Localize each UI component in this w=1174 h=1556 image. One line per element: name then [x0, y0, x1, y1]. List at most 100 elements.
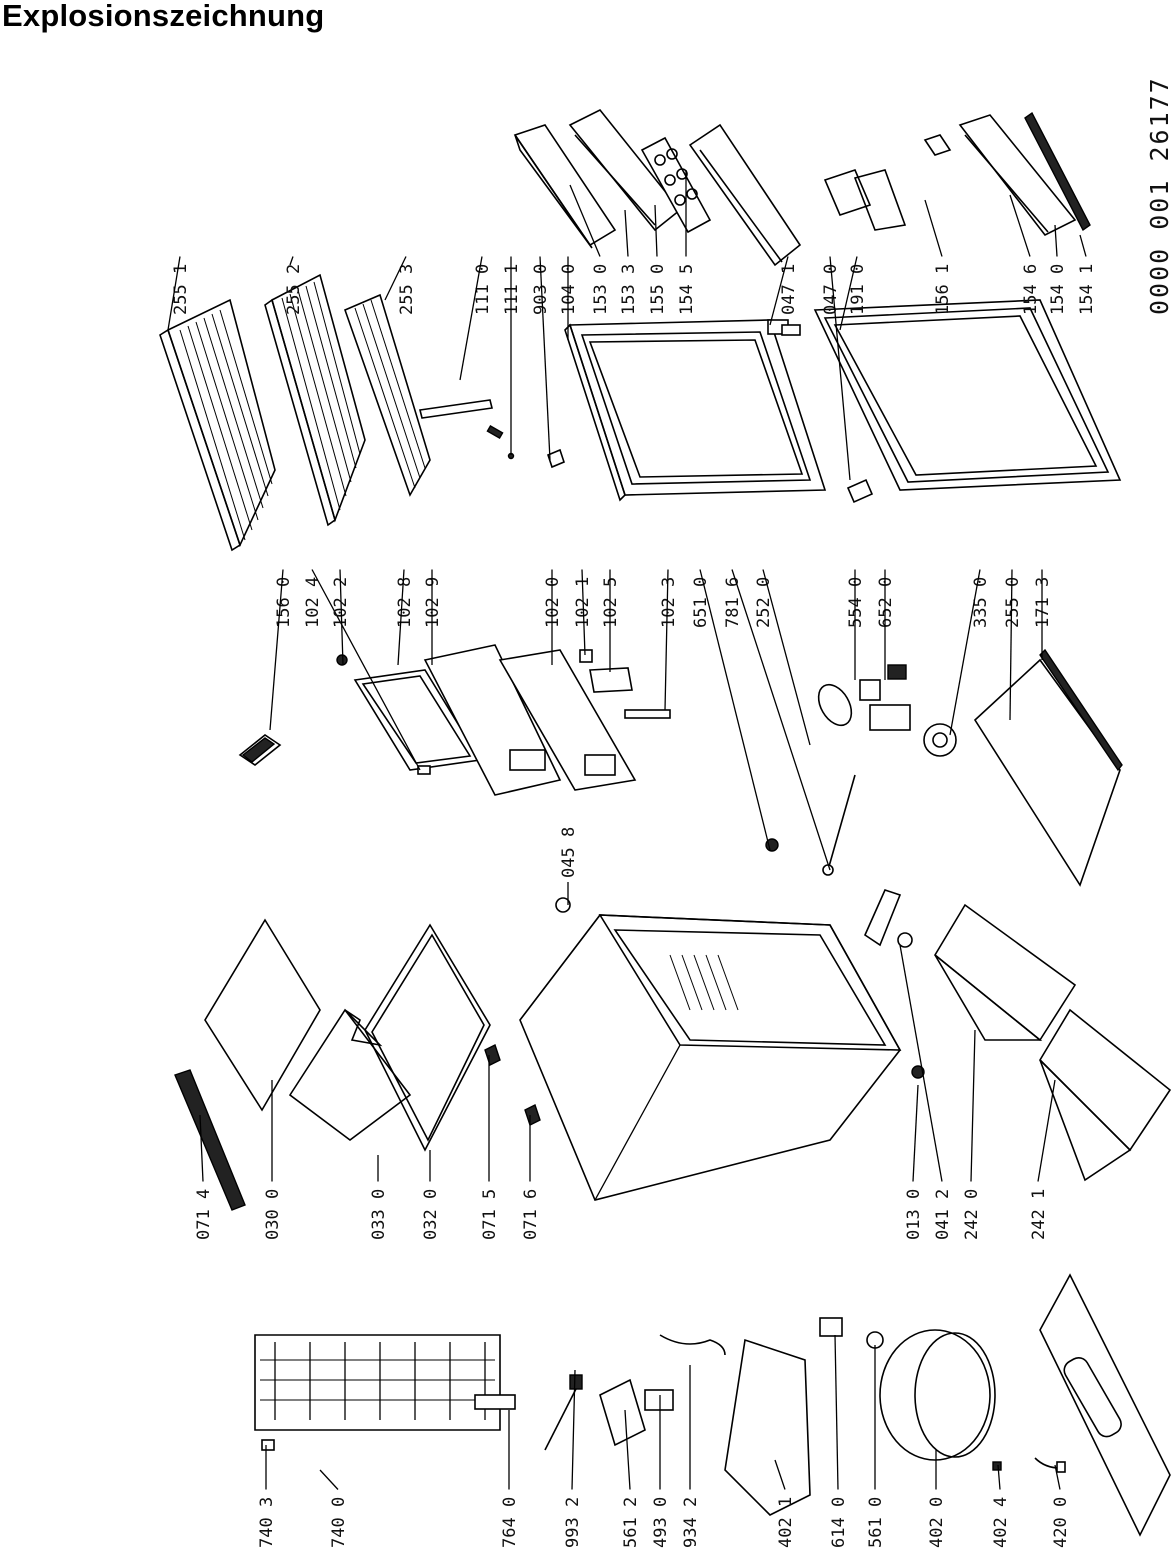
leader-line — [912, 1084, 919, 1182]
part-callout-label: 154 6 — [1021, 264, 1041, 315]
document-number: 0000 001 26177 — [1145, 76, 1174, 315]
part-callout-label: 651 0 — [691, 577, 711, 628]
leader-line — [769, 256, 789, 326]
part-callout-label: 402 0 — [927, 1497, 947, 1548]
leader-line — [762, 569, 811, 746]
cover-032-0 — [364, 923, 491, 1152]
part-callout-label: 033 0 — [369, 1189, 389, 1240]
page-title: Explosionszeichnung — [2, 0, 325, 33]
leader-line — [1009, 569, 1013, 721]
leader-line — [899, 944, 943, 1182]
relay-561-2 — [599, 1378, 646, 1447]
freezer-shelf-102-9 — [423, 644, 562, 796]
tag-102-4 — [417, 765, 431, 775]
clip-614-0 — [819, 1317, 843, 1337]
leader-line — [459, 256, 483, 381]
leader-line — [1054, 224, 1058, 257]
part-callout-label: 153 0 — [591, 264, 611, 315]
hinge-047-0 — [846, 478, 874, 504]
part-callout-label: 561 2 — [621, 1497, 641, 1548]
part-callout-label: 047 0 — [821, 264, 841, 315]
part-callout-label: 402 4 — [991, 1497, 1011, 1548]
leader-line — [539, 256, 551, 461]
wire-934-2 — [659, 1334, 726, 1356]
part-callout-label: 255 2 — [284, 264, 304, 315]
part-callout-label: 242 0 — [962, 1189, 982, 1240]
ice-tray-156-0 — [238, 734, 282, 766]
part-callout-label: 102 8 — [395, 577, 415, 628]
knob-335-0 — [923, 723, 957, 757]
compressor-tray-402-1 — [724, 1338, 811, 1516]
part-callout-label: 071 4 — [194, 1189, 214, 1240]
part-callout-label: 740 3 — [257, 1497, 277, 1548]
part-callout-label: 156 0 — [274, 577, 294, 628]
glass-shelf-255-0 — [973, 658, 1121, 887]
leader-line — [834, 1334, 839, 1490]
leader-line — [1037, 1079, 1056, 1182]
part-callout-label: 154 1 — [1077, 264, 1097, 315]
screw-102-2 — [336, 654, 348, 666]
crisper-242-1 — [1038, 1008, 1172, 1182]
crisper-242-0 — [933, 903, 1077, 1042]
clip-071-5 — [484, 1044, 501, 1066]
part-callout-label: 071 6 — [521, 1189, 541, 1240]
bracket-111-0 — [419, 399, 493, 419]
leader-line — [339, 569, 344, 666]
part-callout-label: 993 2 — [563, 1497, 583, 1548]
clip-402-4 — [992, 1461, 1002, 1471]
part-callout-label: 013 0 — [904, 1189, 924, 1240]
label-102-5 — [589, 667, 633, 693]
lamp-252-0 — [817, 679, 881, 727]
part-callout-label: 614 0 — [829, 1497, 849, 1548]
part-callout-label: 071 5 — [480, 1189, 500, 1240]
glass-shelf-255-1 — [159, 298, 276, 552]
leader-line — [839, 256, 858, 331]
part-callout-label: 030 0 — [263, 1189, 283, 1240]
part-callout-label: 153 3 — [619, 264, 639, 315]
glass-shelf-255-2 — [264, 273, 366, 527]
part-callout-label: 255 0 — [1003, 577, 1023, 628]
door-gasket-191-0 — [813, 299, 1122, 491]
leader-line — [949, 569, 981, 736]
leader-line — [924, 199, 943, 257]
hinge-047-1 — [767, 319, 801, 336]
part-callout-label: 045 8 — [559, 827, 579, 878]
clip-102-1 — [579, 649, 593, 663]
part-callout-label: 154 0 — [1048, 264, 1068, 315]
leader-line — [970, 1029, 976, 1182]
leader-line — [581, 569, 586, 656]
part-callout-label: 554 0 — [846, 577, 866, 628]
cover-033-0 — [288, 1008, 412, 1141]
butter-box-156-1 — [823, 169, 907, 231]
part-callout-label: 402 1 — [776, 1497, 796, 1548]
base-plate — [1039, 1273, 1171, 1537]
capillary-993-2 — [544, 1374, 583, 1451]
leader-line — [1079, 234, 1087, 257]
part-callout-label: 111 1 — [502, 264, 522, 315]
leader-line — [397, 569, 405, 666]
leader-line — [624, 209, 629, 257]
part-callout-label: 420 0 — [1051, 1497, 1071, 1548]
freezer-door-104-0 — [564, 319, 827, 502]
leader-line — [997, 1464, 1001, 1490]
part-callout-label: 493 0 — [651, 1497, 671, 1548]
leader-line — [319, 1469, 339, 1490]
part-callout-label: 102 5 — [601, 577, 621, 628]
leader-line — [1009, 194, 1031, 257]
leader-line — [571, 1369, 576, 1490]
cable-420-0 — [1034, 1457, 1066, 1473]
part-callout-label: 102 3 — [659, 577, 679, 628]
part-callout-label: 652 0 — [876, 577, 896, 628]
leader-line — [269, 569, 284, 731]
foot-013-0 — [911, 1065, 925, 1079]
part-callout-label: 781 6 — [723, 577, 743, 628]
foot-045-8 — [555, 897, 571, 913]
screw-111-1 — [486, 424, 515, 460]
part-callout-label: 171 3 — [1033, 577, 1053, 628]
leader-line — [654, 204, 658, 257]
leader-line — [289, 256, 294, 266]
part-callout-label: 154 5 — [677, 264, 697, 315]
door-bin-154-6 — [923, 134, 952, 156]
part-callout-label: 041 2 — [933, 1189, 953, 1240]
part-callout-label: 155 0 — [648, 264, 668, 315]
